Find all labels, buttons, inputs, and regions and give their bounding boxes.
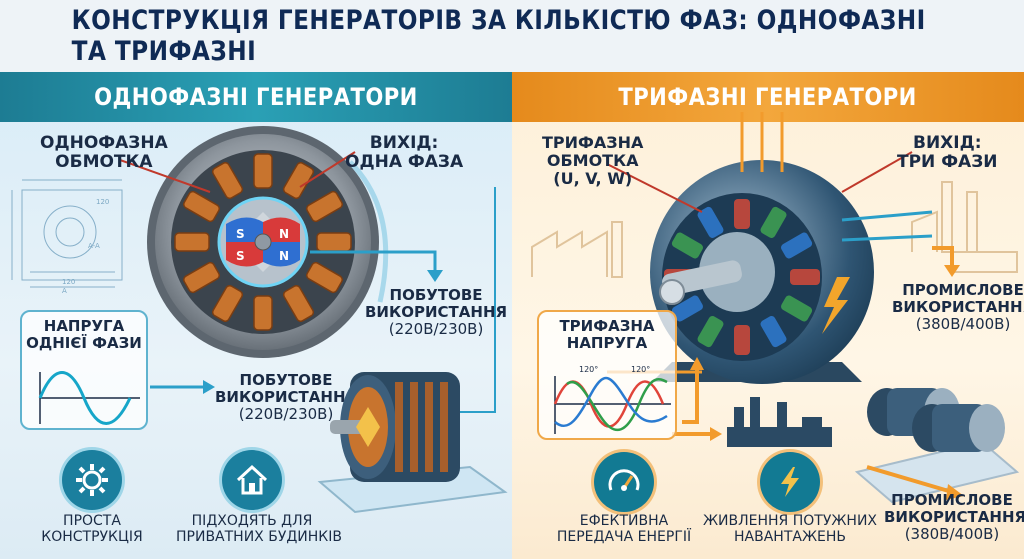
page-title: КОНСТРУКЦІЯ ГЕНЕРАТОРІВ ЗА КІЛЬКІСТЮ ФАЗ… bbox=[71, 5, 926, 67]
gear-icon bbox=[76, 464, 108, 496]
three-phase-coil bbox=[760, 316, 787, 348]
rotor-pole-2: N bbox=[279, 227, 289, 241]
rotor-pole-4: N bbox=[279, 249, 289, 263]
three-phase-coil bbox=[781, 295, 813, 322]
single-phase-header: ОДНОФАЗНІ ГЕНЕРАТОРИ bbox=[0, 72, 512, 122]
single-phase-motor bbox=[317, 372, 508, 514]
industrial-plant bbox=[727, 388, 1020, 504]
phase-angle-1: 120° bbox=[579, 365, 598, 374]
stator-coil bbox=[282, 284, 315, 322]
three-phase-waves: 120° 120° bbox=[553, 365, 671, 434]
three-feature-1-icon-wrap bbox=[594, 452, 654, 512]
stator-coil bbox=[253, 295, 273, 331]
single-phase-panel: ОДНОФАЗНІ ГЕНЕРАТОРИ 120 A 120 A-A bbox=[0, 72, 512, 559]
stator-coil bbox=[211, 284, 244, 322]
rotor-pole-1: S bbox=[236, 227, 245, 241]
three-phase-coil bbox=[734, 325, 750, 355]
three-output-label: ВИХІД:ТРИ ФАЗИ bbox=[897, 133, 998, 173]
drawing-dim-1: 120 bbox=[62, 278, 75, 286]
stator-coil bbox=[305, 261, 343, 294]
single-sine-wave bbox=[38, 371, 140, 425]
phase-angle-2: 120° bbox=[631, 365, 650, 374]
three-phase-header: ТРИФАЗНІ ГЕНЕРАТОРИ bbox=[512, 72, 1024, 122]
technical-drawing: 120 A 120 A-A bbox=[11, 179, 123, 295]
drawing-dim-3: 120 bbox=[96, 198, 109, 206]
stator-coil bbox=[253, 153, 273, 189]
drawing-dim-2: A bbox=[62, 287, 67, 295]
stator-coil bbox=[305, 190, 343, 223]
single-feature-2-icon-wrap bbox=[222, 450, 282, 510]
gauge-icon bbox=[608, 469, 640, 491]
three-phase-coil bbox=[697, 206, 724, 238]
three-phase-coil bbox=[671, 232, 703, 259]
stator-coil bbox=[282, 162, 315, 200]
rotor-pole-3: S bbox=[236, 249, 245, 263]
house-icon bbox=[236, 464, 268, 495]
stator-coil bbox=[211, 162, 244, 200]
stator-coil bbox=[183, 190, 221, 223]
stator-coil bbox=[174, 232, 210, 252]
drawing-dim-4: A-A bbox=[88, 242, 100, 250]
three-phase-coil bbox=[760, 206, 787, 238]
three-phase-generator bbox=[606, 112, 960, 441]
stator-coil bbox=[183, 261, 221, 294]
three-phase-coil bbox=[734, 199, 750, 229]
single-feature-1-icon-wrap bbox=[62, 450, 122, 510]
three-phase-coil bbox=[790, 269, 820, 285]
three-phase-panel: ТРИФАЗНІ ГЕНЕРАТОРИ bbox=[512, 72, 1024, 559]
three-phase-coil bbox=[781, 232, 813, 259]
single-output-label: ВИХІД:ОДНА ФАЗА bbox=[345, 133, 464, 173]
three-feature-2-icon-wrap bbox=[760, 452, 820, 512]
lightning-icon bbox=[781, 467, 799, 497]
three-phase-coil bbox=[697, 316, 724, 348]
three-phase-coil bbox=[671, 295, 703, 322]
